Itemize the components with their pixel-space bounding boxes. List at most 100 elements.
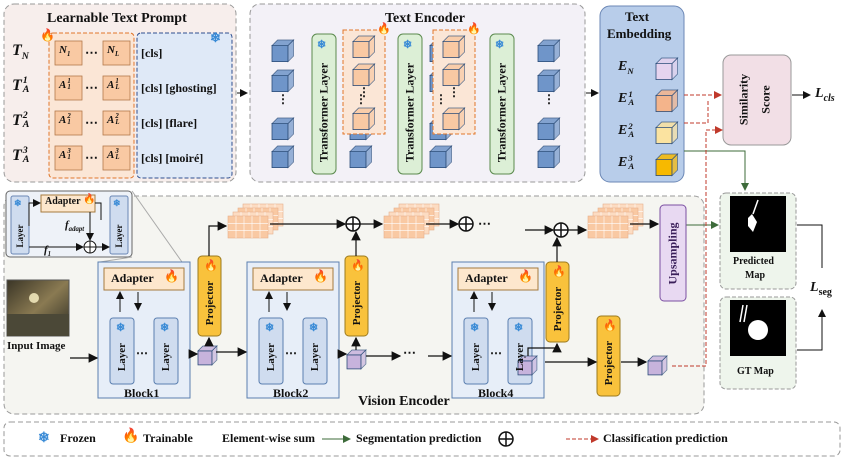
- text-token-cube: [537, 117, 561, 141]
- prompt-token-last: [102, 145, 131, 171]
- snowflake-icon: ❄: [14, 198, 22, 208]
- layer-box: [153, 317, 179, 385]
- token-cube: [197, 345, 218, 366]
- block-label: Block2: [273, 386, 309, 400]
- element-wise-sum: [345, 216, 361, 232]
- text-token-cube: [271, 39, 295, 63]
- trainable-token-cube: [352, 63, 376, 87]
- prompt-class-text: [cls] [flare]: [141, 116, 198, 130]
- transformer-layer-label: Transformer Layer: [402, 62, 417, 162]
- prompt-token-first: [54, 75, 83, 101]
- layer-dots: ⋯: [136, 346, 148, 360]
- prompt-dots: ⋯: [85, 45, 98, 60]
- text-token-dots: ⋮: [448, 85, 460, 99]
- gt-map-box: [719, 296, 797, 390]
- prompt-token-first-label: N1: [59, 44, 71, 59]
- prompt-row-label: TN: [12, 42, 29, 63]
- prompt-dots: ⋯: [85, 150, 98, 165]
- text-token-dots: ⋮: [358, 85, 370, 99]
- fire-icon: 🔥: [164, 269, 179, 283]
- text-encoder-panel: [249, 3, 586, 183]
- fire-icon: 🔥: [313, 269, 328, 283]
- flow-dots: ⋯: [403, 345, 416, 360]
- transformer-layer-box: [489, 33, 515, 175]
- text-token-dots: ⋮: [277, 92, 289, 106]
- legend-frame: [3, 421, 841, 457]
- trainable-token-cube: [352, 107, 376, 131]
- inset-adapter-label: Adapter: [45, 196, 81, 207]
- element-wise-sum: [458, 216, 474, 232]
- legend-seg: Segmentation prediction: [356, 431, 482, 445]
- snowflake-icon: ❄: [470, 322, 480, 334]
- adapter-label: Adapter: [111, 271, 154, 285]
- layer-box: [258, 317, 284, 385]
- embedding-label: EN: [618, 59, 634, 76]
- text-encoder-title: Text Encoder: [385, 11, 465, 26]
- transformer-layer-label: Transformer Layer: [494, 62, 509, 162]
- adapter-label: Adapter: [260, 271, 303, 285]
- trainable-token-cube: [442, 107, 466, 131]
- token-cube: [647, 355, 668, 376]
- trainable-token-cube: [352, 35, 376, 59]
- layer-dots: ⋯: [285, 346, 297, 360]
- embedding-cube: [655, 89, 679, 113]
- prompt-class-text: [cls] [moiré]: [141, 151, 204, 165]
- legend-sum: Element-wise sum: [222, 431, 315, 445]
- text-embedding-title-2: Embedding: [607, 26, 672, 41]
- layer-label: Layer: [309, 343, 321, 372]
- block-label: Block1: [124, 386, 160, 400]
- text-token-dots: ⋮: [355, 92, 367, 106]
- fire-icon: 🔥: [518, 269, 533, 283]
- text-token-cube: [537, 145, 561, 169]
- layer-dots: ⋯: [490, 346, 502, 360]
- adapter-box: [103, 267, 185, 291]
- prompt-token-last-label: NL: [107, 44, 120, 59]
- prompt-dots: ⋯: [85, 115, 98, 130]
- snowflake-icon: ❄: [113, 198, 121, 208]
- similarity-line-2: Score: [758, 85, 773, 114]
- embedding-cube: [655, 121, 679, 145]
- inset-layer-label: Layer: [15, 224, 25, 248]
- snowflake-icon: ❄: [160, 322, 170, 334]
- prompt-dots: ⋯: [85, 80, 98, 95]
- snowflake-icon: ❄: [495, 39, 505, 51]
- transformer-layer-box: [311, 33, 337, 175]
- layer-label: Layer: [514, 343, 526, 372]
- feature-map: [587, 203, 644, 239]
- similarity-score-box: [722, 54, 792, 146]
- projector-box: [596, 315, 621, 397]
- legend-frozen: Frozen: [60, 431, 96, 445]
- upsampling-box: [659, 204, 687, 302]
- legend-frozen-icon: ❄: [38, 431, 50, 446]
- upsampling-label: Upsampling: [665, 222, 680, 285]
- trainable-token-cube: [442, 35, 466, 59]
- legend-trainable: Trainable: [143, 431, 193, 445]
- text-token-cube: [429, 145, 453, 169]
- layer-box: [302, 317, 328, 385]
- adapter-box: [252, 267, 334, 291]
- text-token-cube: [349, 145, 373, 169]
- text-token-cube: [271, 117, 295, 141]
- legend-cls: Classification prediction: [603, 431, 728, 445]
- fire-icon: 🔥: [552, 266, 566, 278]
- fire-icon: 🔥: [377, 23, 391, 35]
- prompt-title: Learnable Text Prompt: [47, 11, 187, 26]
- f-adapt-label: fadapt: [65, 219, 85, 234]
- prompt-token-first: [54, 40, 83, 66]
- predicted-map-box: [719, 192, 797, 290]
- snowflake-icon: ❄: [309, 322, 319, 334]
- token-cube: [517, 355, 538, 376]
- similarity-line-1: Similarity: [736, 73, 751, 126]
- fire-icon: 🔥: [467, 23, 481, 35]
- prompt-token-last: [102, 75, 131, 101]
- prompt-token-first: [54, 110, 83, 136]
- snowflake-icon: ❄: [514, 322, 524, 334]
- gt-map-label: GT Map: [737, 366, 774, 377]
- text-token-cube: [537, 69, 561, 93]
- flow-dots: ⋯: [478, 216, 491, 231]
